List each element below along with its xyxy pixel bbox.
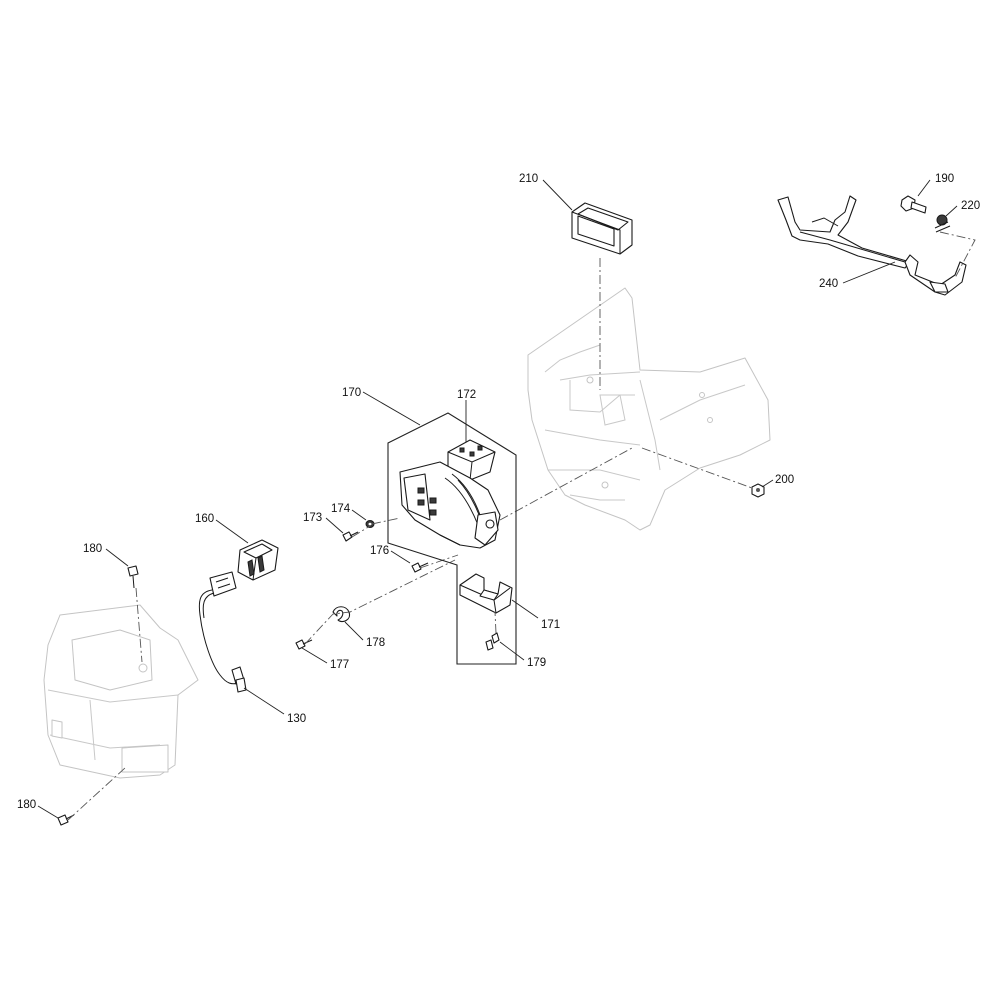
part-170-switch-assembly xyxy=(399,461,501,549)
part-179-pins xyxy=(485,632,500,651)
part-180-screw-upper xyxy=(127,565,139,589)
callout-210: 210 xyxy=(519,173,538,185)
callout-174: 174 xyxy=(331,503,351,515)
callout-190: 190 xyxy=(935,173,954,185)
part-210-sleeve xyxy=(571,202,633,255)
callout-200: 200 xyxy=(775,474,794,486)
part-200-nut xyxy=(751,483,765,498)
part-171-holder xyxy=(459,573,513,614)
console-frame-ghost xyxy=(527,287,771,531)
callout-177: 177 xyxy=(330,659,349,671)
callout-180-upper: 180 xyxy=(83,543,102,555)
callout-170: 170 xyxy=(342,387,361,399)
callout-179: 179 xyxy=(527,657,546,669)
part-190-bolt xyxy=(900,195,927,214)
callout-130: 130 xyxy=(287,713,306,725)
callout-171: 171 xyxy=(541,619,560,631)
callout-labels: 210 190 220 240 170 172 200 160 174 173 … xyxy=(17,173,980,811)
part-173-screw xyxy=(342,531,359,542)
part-130-harness xyxy=(198,571,247,693)
part-240-bracket xyxy=(777,195,967,296)
part-177-screw xyxy=(295,639,313,650)
part-160-switch xyxy=(237,539,279,581)
leader-lines xyxy=(37,179,958,819)
callout-178: 178 xyxy=(366,637,385,649)
assembly-lines xyxy=(67,231,976,821)
part-220-clip xyxy=(934,214,951,233)
callout-220: 220 xyxy=(961,200,980,212)
callout-173: 173 xyxy=(303,512,322,524)
assembly-170-frame xyxy=(387,412,517,665)
callout-160: 160 xyxy=(195,513,214,525)
part-178-clip xyxy=(332,606,351,623)
front-cover-ghost xyxy=(43,604,199,779)
callout-176: 176 xyxy=(370,545,389,557)
part-176-screw xyxy=(411,562,429,573)
callout-240: 240 xyxy=(819,278,838,290)
callout-172: 172 xyxy=(457,389,476,401)
callout-180-lower: 180 xyxy=(17,799,36,811)
part-180-screw-lower xyxy=(57,814,75,826)
